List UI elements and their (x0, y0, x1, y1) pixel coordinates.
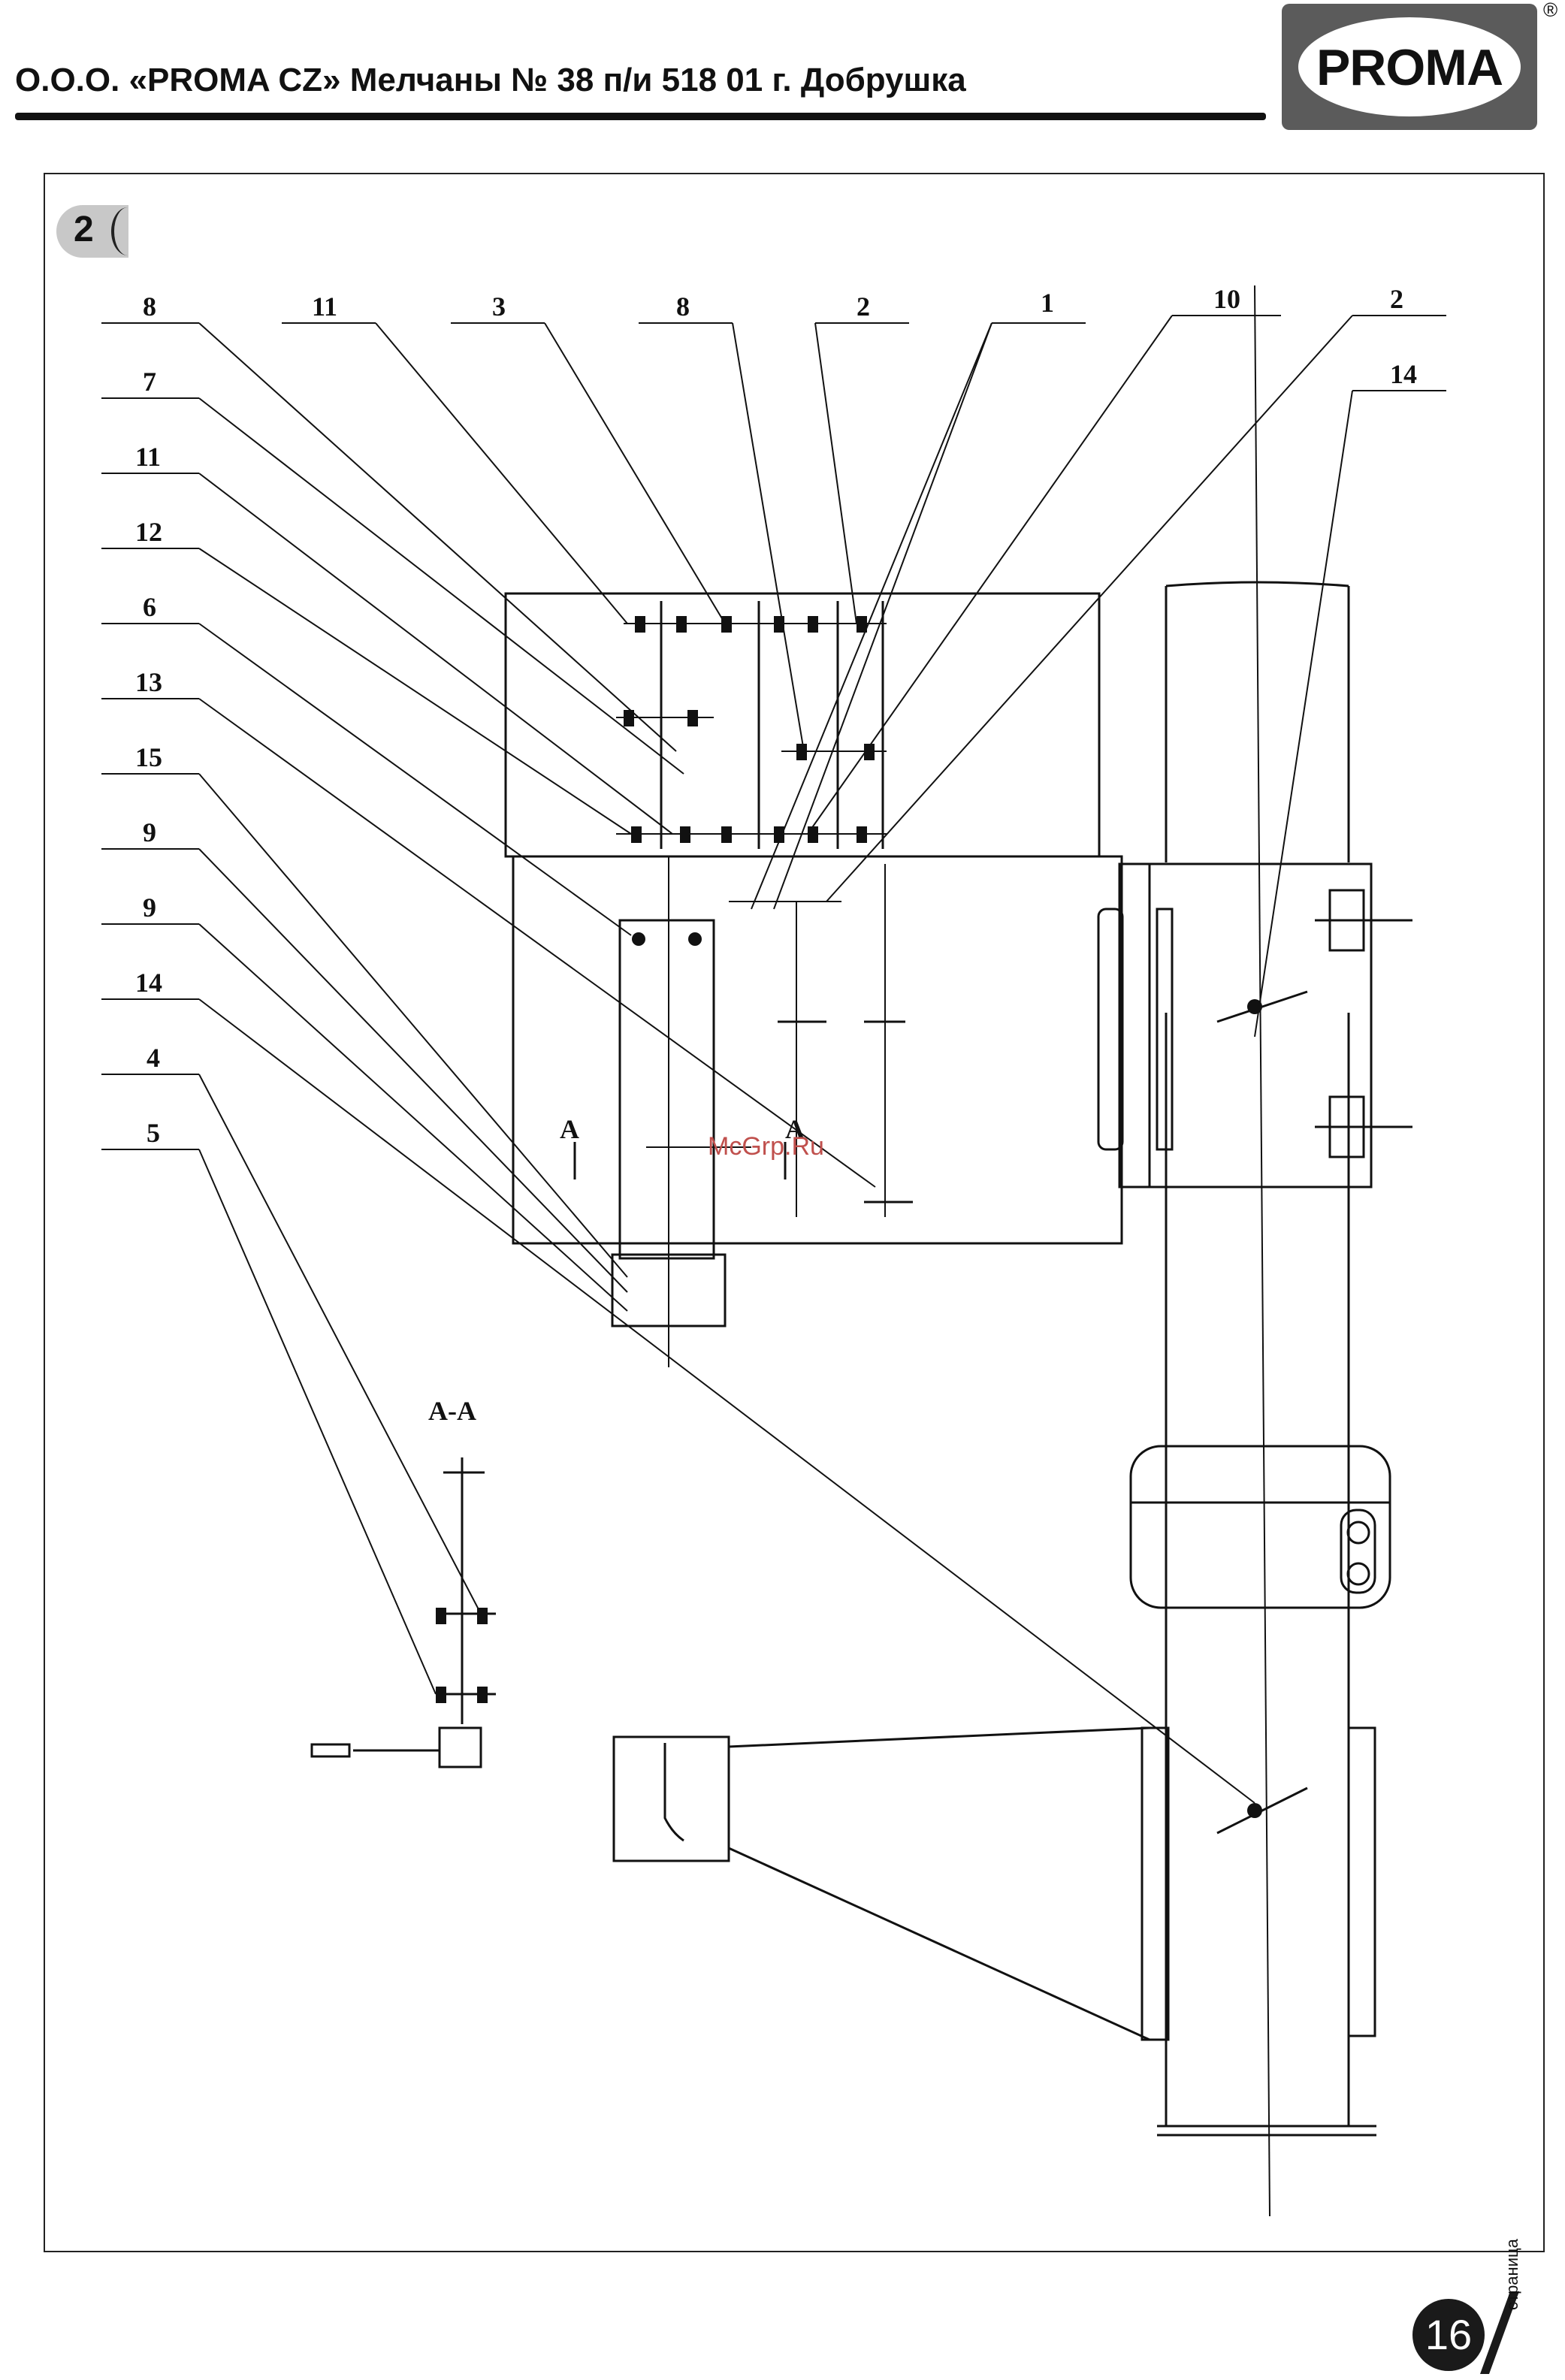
head-upper-box (506, 593, 1099, 856)
callout-left-9: 9 (143, 892, 156, 923)
arm-top-edge (729, 1728, 1150, 1747)
callout-top-4: 2 (857, 291, 870, 322)
carriage-guide (1119, 864, 1150, 1187)
callout-top-3: 8 (676, 291, 690, 322)
head-lower-box (513, 856, 1122, 1243)
collar-bolt-2 (1348, 1563, 1369, 1584)
gear-markers (436, 616, 1262, 1818)
table-curve (665, 1743, 684, 1841)
callout-left-5: 6 (143, 592, 156, 622)
callout-top-1: 11 (312, 291, 337, 322)
section-handle (312, 1744, 349, 1756)
section-motor-box (440, 1728, 481, 1767)
column-collar (1131, 1446, 1390, 1608)
page-number: 16 (1412, 2299, 1485, 2371)
callout-left-12: 5 (147, 1118, 160, 1148)
callout-top-6: 10 (1213, 284, 1240, 314)
arm-bracket (1142, 1728, 1168, 2040)
callout-left-3: 11 (135, 442, 161, 472)
column-axis (1255, 285, 1270, 2216)
callout-left-8: 9 (143, 817, 156, 847)
diagram-structure (101, 285, 1446, 2216)
callout-top-7: 2 (1390, 284, 1403, 314)
carriage-strip (1157, 909, 1172, 1149)
callout-left-7: 15 (135, 742, 162, 772)
table-box (614, 1737, 729, 1861)
callout-top-2: 3 (492, 291, 506, 322)
arm-bottom-edge (729, 1848, 1150, 2040)
callout-top-5: 1 (1041, 288, 1054, 318)
arm-bracket-right (1349, 1728, 1375, 2036)
leader-lines (101, 316, 1446, 1803)
callout-labels: 8 7 11 12 6 13 15 9 9 14 4 5 11 3 8 2 1 … (135, 284, 1417, 1426)
callout-left-1: 8 (143, 291, 156, 322)
callout-left-2: 7 (143, 367, 156, 397)
callout-left-10: 14 (135, 968, 162, 998)
callout-left-11: 4 (147, 1043, 160, 1073)
callout-top-8: 14 (1390, 359, 1417, 389)
callout-left-6: 13 (135, 667, 162, 697)
section-aa-label: A-A (428, 1396, 476, 1426)
page-label: страница (1503, 2239, 1522, 2310)
cut-label-left: A (560, 1114, 579, 1144)
callout-left-4: 12 (135, 517, 162, 547)
spindle-sleeve (620, 920, 714, 1258)
collar-bolt-1 (1348, 1522, 1369, 1543)
watermark: McGrp.Ru (708, 1132, 824, 1161)
